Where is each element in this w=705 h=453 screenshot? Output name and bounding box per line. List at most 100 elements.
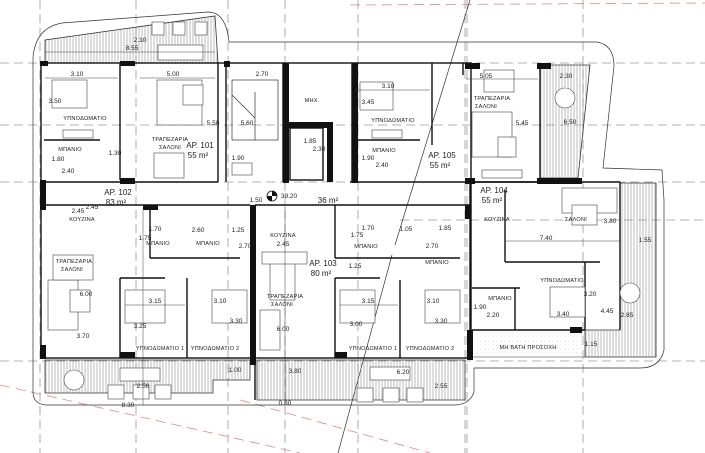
room-label-bathroom: ΜΠΑΝΙΟ: [146, 241, 170, 247]
dimension-lines: [45, 51, 620, 405]
dimension-label: 0.80: [279, 400, 292, 407]
dimension-label: 2.55: [435, 383, 448, 390]
dimension-label: 2.10: [134, 37, 147, 44]
dimension-label: 3.10: [427, 298, 440, 305]
dimension-label: 2.30: [560, 73, 573, 80]
room-label-bedroom-2: ΥΠΝΟΔΩΜΑΤΙΟ 2: [191, 346, 240, 352]
dimension-label: 1.90: [232, 155, 245, 162]
columns: [40, 61, 582, 365]
dimension-label: 3.10: [214, 298, 227, 305]
room-label-bathroom: ΜΠΑΝΙΟ: [196, 241, 220, 247]
room-label-bedroom: ΥΠΝΟΔΩΜΑΤΙΟ: [540, 278, 584, 284]
dimension-label: 5.45: [516, 120, 529, 127]
apartment-area: 55 m²: [482, 196, 503, 205]
dimension-label: 2.85: [621, 312, 634, 319]
dimension-label: 2.20: [487, 312, 500, 319]
dimension-label: 2.40: [62, 168, 75, 175]
room-label-mechanical: MHX.: [305, 98, 320, 104]
apartment-id: AP. 104: [480, 186, 508, 195]
dimension-label: 1.70: [362, 225, 375, 232]
dimension-label: 5.60: [241, 120, 254, 127]
dimension-label: 6.20: [397, 369, 410, 376]
room-label-bedroom-2: ΥΠΝΟΔΩΜΑΤΙΟ 2: [406, 346, 455, 352]
room-label-bathroom: ΜΠΑΝΙΟ: [488, 296, 512, 302]
dimension-label: 5.00: [167, 71, 180, 78]
dimension-label: 1.85: [304, 138, 317, 145]
level-value: 39.20: [281, 193, 298, 200]
dimension-label: 2.60: [192, 227, 205, 234]
dimension-label: 3.10: [71, 71, 84, 78]
dimension-label: 1.55: [639, 237, 652, 244]
apartment-area: 55 m²: [188, 151, 209, 160]
common-area: 36 m²: [318, 196, 339, 205]
room-label-dining: ΤΡΑΠΕΖΑΡΙΑ: [267, 294, 303, 300]
dimension-label: 1.80: [52, 156, 65, 163]
apartment-area: 80 m²: [311, 269, 332, 278]
room-label-living: ΣΑΛΟΝΙ: [565, 217, 587, 223]
room-label-bedroom-1: ΥΠΝΟΔΩΜΑΤΙΟ 1: [349, 346, 398, 352]
dimension-label: 2.70: [239, 243, 252, 250]
dimension-label: 1.90: [474, 304, 487, 311]
dimension-label: 1.25: [349, 263, 362, 270]
room-label-living: ΣΑΛΟΝΙ: [475, 104, 497, 110]
level-offset: 1.50: [250, 197, 263, 204]
dimension-label: 1.90: [362, 155, 375, 162]
dimension-label: 2.56: [137, 383, 150, 390]
room-label-bedroom-1: ΥΠΝΟΔΩΜΑΤΙΟ 1: [136, 346, 185, 352]
room-label-living: ΣΑΛΟΝΙ: [61, 267, 83, 273]
room-label-non-walkable: ΜΗ ΒΑΤΗ ΠΡΟΣΟΧΗ: [499, 345, 556, 351]
dimension-label: 3.80: [289, 368, 302, 375]
dimension-label: 2.70: [426, 243, 439, 250]
dimension-label: 1.30: [109, 150, 122, 157]
staircase: [231, 79, 279, 176]
apartment-id: AP. 101: [186, 141, 214, 150]
level-marker-icon: [266, 190, 278, 202]
dimension-label: 1.05: [400, 226, 413, 233]
dimension-label: 3.15: [362, 298, 375, 305]
round-tables: [63, 87, 641, 391]
room-label-bathroom: ΜΠΑΝΙΟ: [372, 148, 396, 154]
site-outline: [32, 11, 665, 406]
room-label-dining: ΤΡΑΠΕΖΑΡΙΑ: [474, 96, 510, 102]
dimension-label: 5.50: [207, 120, 220, 127]
dimension-label: 3.15: [149, 298, 162, 305]
dimension-label: 1.00: [229, 367, 242, 374]
room-label-dining: ΤΡΑΠΕΖΑΡΙΑ: [56, 259, 92, 265]
dimension-label: 3.20: [584, 291, 597, 298]
dimension-label: 4.45: [601, 308, 614, 315]
dimension-label: 5.05: [480, 73, 493, 80]
dimension-label: 3.50: [49, 98, 62, 105]
dimension-label: 1.75: [139, 235, 152, 242]
dimension-label: 1.75: [351, 232, 364, 239]
dimension-label: 2.40: [376, 162, 389, 169]
room-label-living: ΣΑΛΟΝΙ: [271, 302, 293, 308]
room-label-kitchen: ΚΟΥΖΙΝΑ: [69, 217, 95, 223]
dimension-label: 2.45: [72, 208, 85, 215]
dimension-label: 1.25: [232, 227, 245, 234]
room-label-dining: ΤΡΑΠΕΖΑΡΙΑ: [152, 137, 188, 143]
room-label-bathroom: ΜΠΑΝΙΟ: [354, 244, 378, 250]
dimension-label: 3.80: [604, 218, 617, 225]
dimension-label: 1.85: [439, 225, 452, 232]
furniture: [47, 21, 618, 403]
apartment-id: AP. 103: [309, 259, 337, 268]
room-label-bedroom: ΥΠΝΟΔΩΜΑΤΙΟ: [63, 116, 107, 122]
room-label-kitchen: ΚΟΥΖΙΝΑ: [270, 233, 296, 239]
dimension-label: 6.50: [564, 119, 577, 126]
room-label-bathroom: ΜΠΑΝΙΟ: [425, 260, 449, 266]
dimension-label: 6.00: [277, 326, 290, 333]
dimension-label: 1.15: [585, 341, 598, 348]
dimension-label: 3.25: [134, 323, 147, 330]
dimension-label: 3.30: [230, 318, 243, 325]
dimension-label: 1.70: [149, 226, 162, 233]
apartment-area: 83 m²: [106, 198, 127, 207]
dimension-label: 3.40: [557, 311, 570, 318]
dimension-label: 3.45: [362, 99, 375, 106]
room-label-bathroom: ΜΠΑΝΙΟ: [58, 147, 82, 153]
apartment-id: AP. 105: [428, 151, 456, 160]
dimension-label: 3.00: [350, 321, 363, 328]
dimension-label: 7.40: [540, 235, 553, 242]
dimension-label: 2.45: [277, 241, 290, 248]
